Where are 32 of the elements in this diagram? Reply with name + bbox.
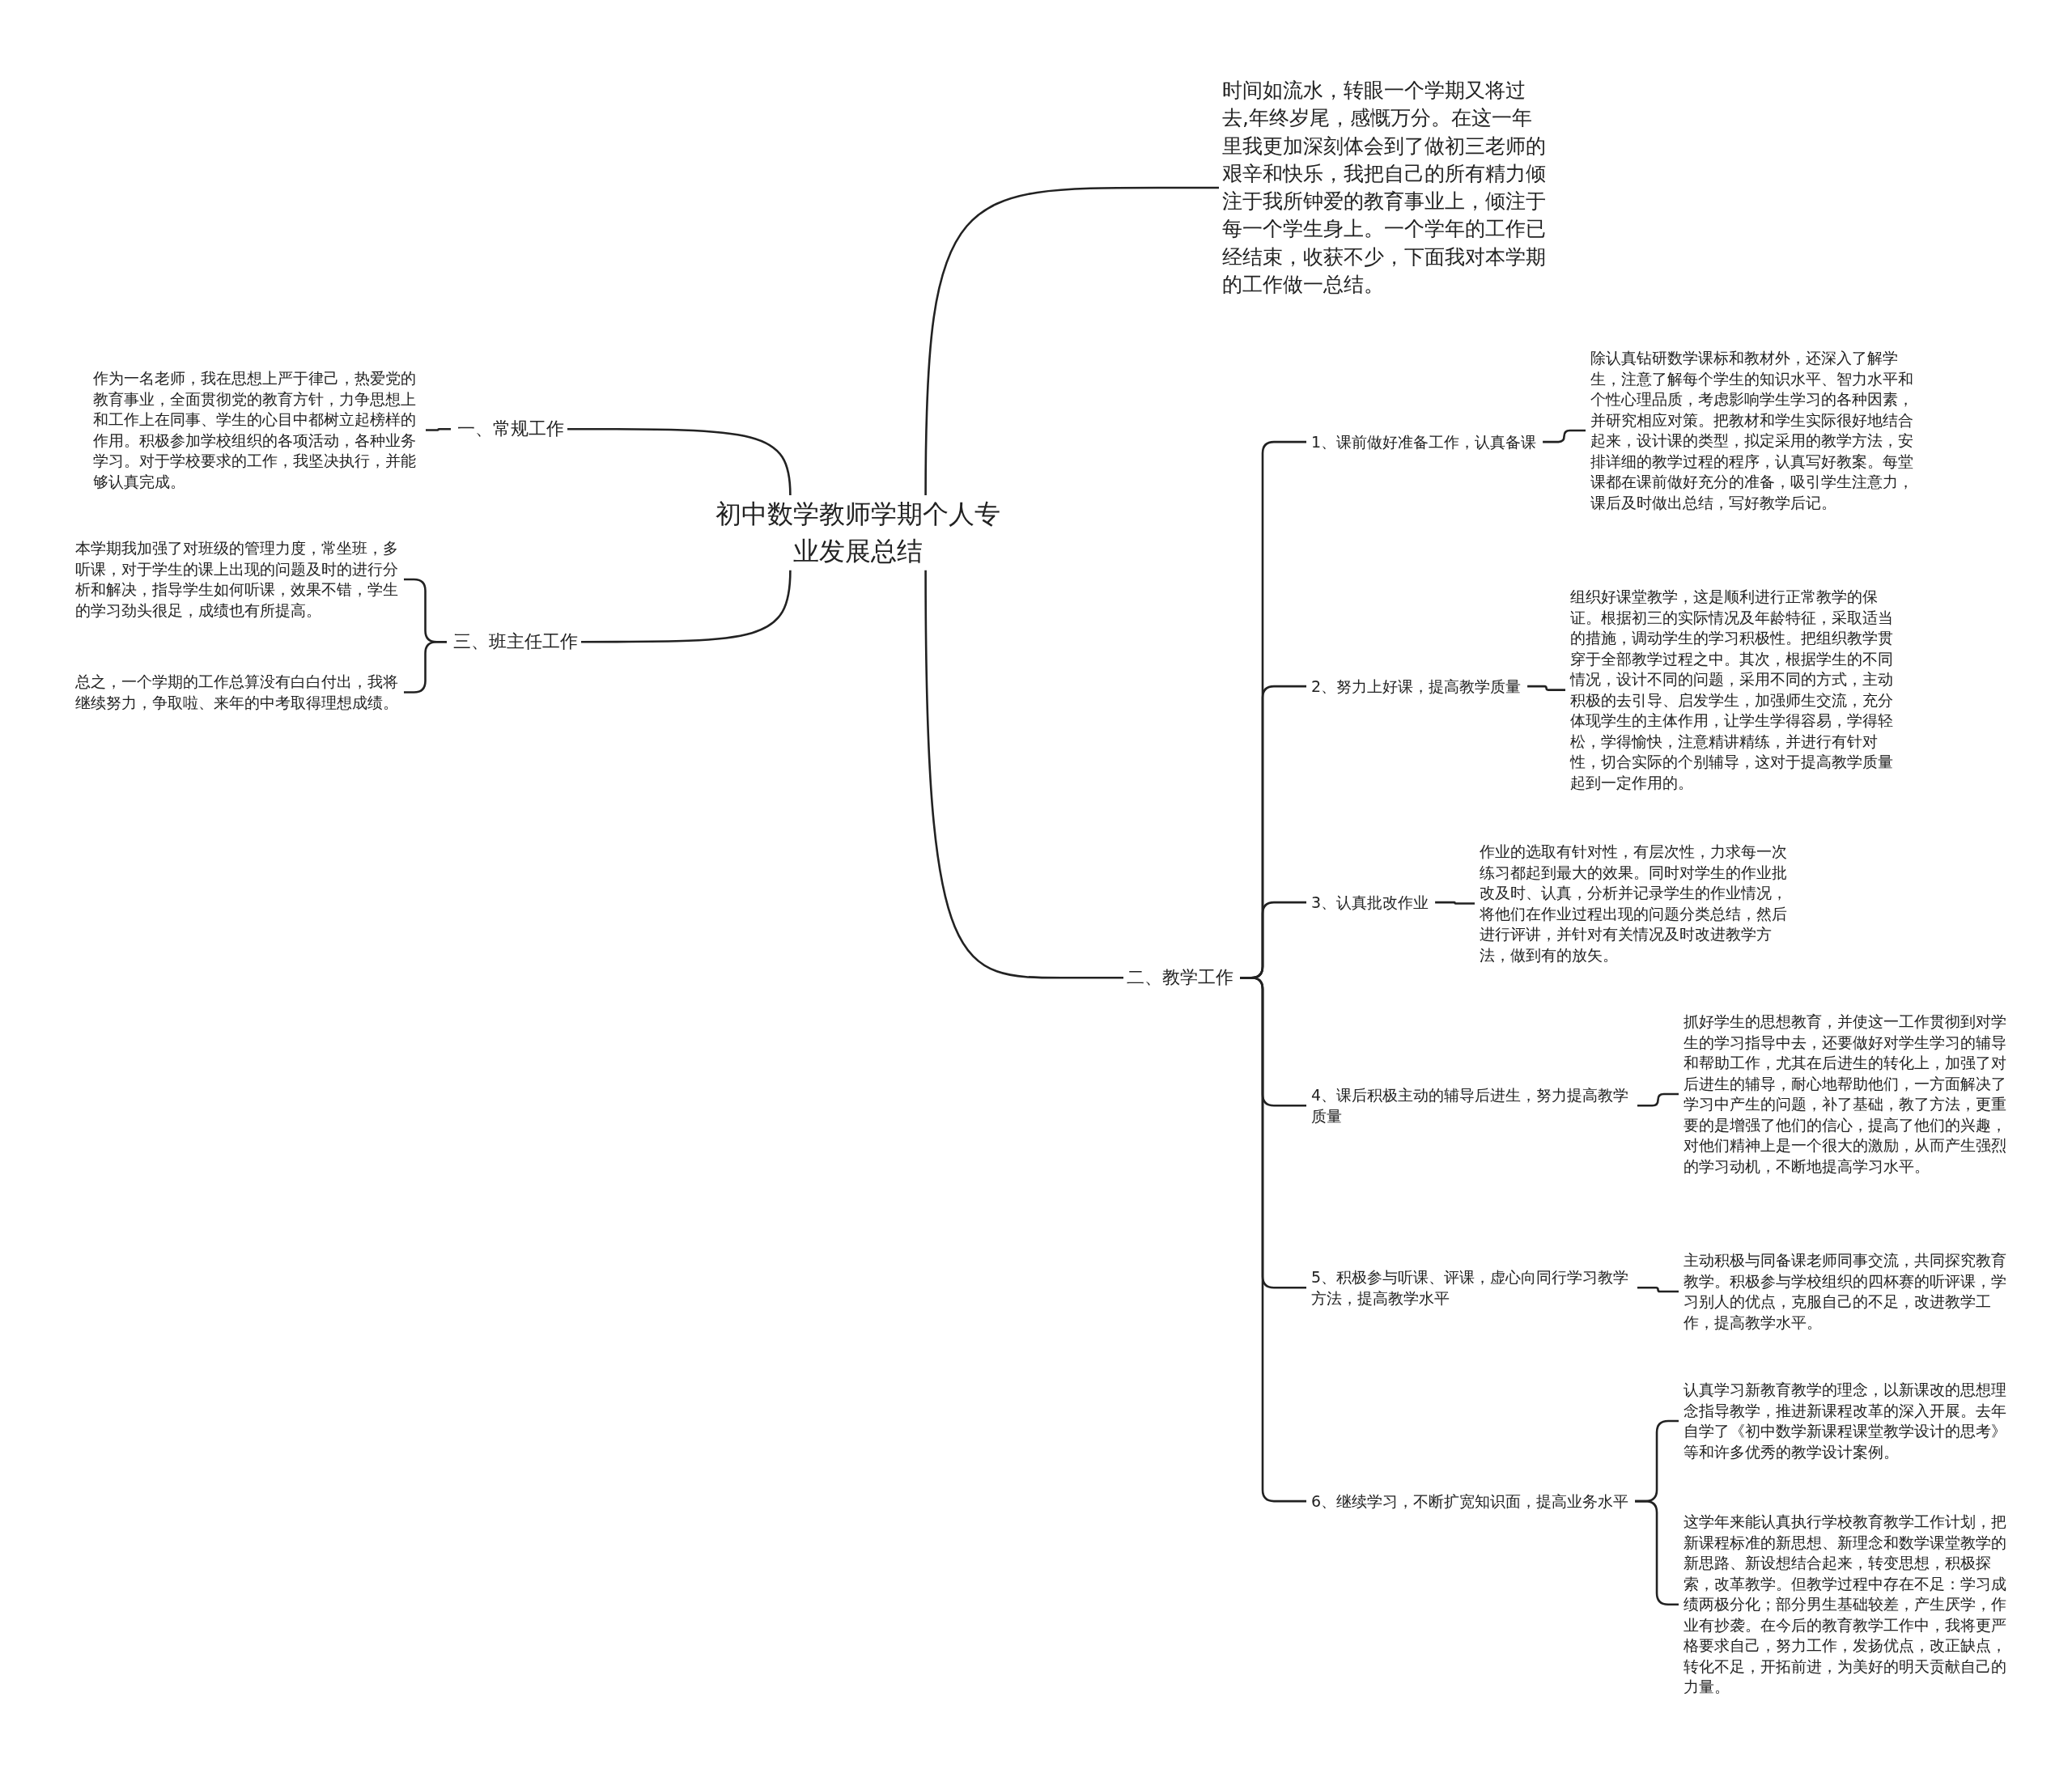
detail-text: 本学期我加强了对班级的管理力度，常坐班，多听课，对于学生的课上出现的问题及时的进行分析和解决，指导学生如何听课，效果不错，学生的学习劲头很足，成绩也有所提高。 (75, 538, 399, 621)
topic-text: 时间如流水，转眼一个学期又将过去,年终岁尾，感慨万分。在这一年里我更加深刻体会到了做初三老师的艰辛和快乐，我把自己的所有精力倾注于我所钟爱的教育事业上，倾注于每一个学生身上。一个学年的工作已经结束，收获不少，下面我对本学期的工作做一总结。 (1222, 77, 1546, 299)
subtopic: 1、课前做好准备工作，认真备课 (1311, 431, 1537, 453)
connector-line (1527, 685, 1565, 691)
connector-line (426, 427, 451, 431)
connector-line (1543, 429, 1586, 443)
detail-text: 这学年来能认真执行学校教育教学工作计划，把新课程标准的新思想、新理念和数学课堂教学的新思路、新设想结合起来，转变思想，积极探索，改革教学。但教学过程中存在不足：学习成绩两极分化；部分男生基础较差，产生厌学，作业有抄袭。在今后的教育教学工作中，我将更严格要求自己，努力工作，发扬优点，改正缺点，转化不足，开拓前进，为美好的明天贡献自己的力量。 (1684, 1512, 2015, 1698)
detail-text: 主动积极与同备课老师同事交流，共同探究教育教学。积极参与学校组织的四杯赛的听评课，学习别人的优点，克服自己的不足，改进教学工作，提高教学水平。 (1684, 1250, 2015, 1334)
detail-text: 抓好学生的思想教育，并使这一工作贯彻到对学生的学习指导中去，还要做好对学生学习的辅导和帮助工作，尤其在后进生的转化上，加强了对后进生的辅导，耐心地帮助他们，一方面解决了学习中产生的问题，补了基础，教了方法，更重要的是增强了他们的信心，提高了他们的兴趣，对他们精神上是一个很大的激励，从而产生强烈的学习动机，不断地提高学习水平。 (1684, 1012, 2015, 1177)
subtopic: 5、积极参与听课、评课，虚心向同行学习教学方法，提高教学水平 (1311, 1266, 1631, 1309)
branch-topic: 二、教学工作 (1127, 965, 1233, 990)
connector-line (924, 186, 1219, 495)
connector-line (567, 427, 792, 496)
subtopic: 2、努力上好课，提高教学质量 (1311, 676, 1522, 698)
branch-topic: 三、班主任工作 (453, 630, 578, 655)
detail-text: 认真学习新教育教学的理念，以新课改的思想理念指导教学，推进新课程改革的深入开展。去年自学了《初中数学新课程课堂教学设计的思考》等和许多优秀的教学设计案例。 (1684, 1380, 2015, 1463)
branch-topic: 一、常规工作 (457, 417, 564, 442)
subtopic: 6、继续学习，不断扩宽知识面，提高业务水平 (1311, 1491, 1629, 1512)
connector-line (581, 570, 792, 643)
detail-text: 作业的选取有针对性，有层次性，力求每一次练习都起到最大的效果。同时对学生的作业批改及时、认真，分析并记录学生的作业情况，将他们在作业过程出现的问题分类总结，然后进行评讲，并针对有关情况及时改进教学方法，做到有的放矢。 (1480, 842, 1799, 966)
connector-line (1240, 976, 1306, 1503)
central-topic: 初中数学教师学期个人专业发展总结 (704, 495, 1012, 570)
subtopic: 4、课后积极主动的辅导后进生，努力提高教学质量 (1311, 1084, 1631, 1127)
detail-text: 组织好课堂教学，这是顺利进行正常教学的保证。根据初三的实际情况及年龄特征，采取适当的措施，调动学生的学习积极性。把组织教学贯穿于全部教学过程之中。其次，根据学生的不同情况，设计不同的问题，采用不同的方式，主动积极的去引导、启发学生，加强师生交流，充分体现学生的主体作用，让学生学得容易，学得轻松，学得愉快，注意精讲精练，并进行有针对性，切合实际的个别辅导，这对于提高教学质量起到一定作用的。 (1570, 587, 1902, 794)
subtopic: 3、认真批改作业 (1311, 892, 1429, 914)
connector-line (924, 570, 1123, 979)
connector-line (1435, 901, 1475, 905)
detail-text: 作为一名老师，我在思想上严于律己，热爱党的教育事业，全面贯彻党的教育方针，力争思想上和工作上在同事、学生的心目中都树立起榜样的作用。积极参加学校组织的各项活动，各种业务学习。对于学校要求的工作，我坚决执行，并能够认真完成。 (93, 368, 421, 493)
detail-text: 除认真钻研数学课标和教材外，还深入了解学生，注意了解每个学生的知识水平、智力水平和个性心理品质，考虑影响学生学习的各种因素，并研究相应对策。把教材和学生实际很好地结合起来，设计课的类型，拟定采用的教学方法，安排详细的教学过程的程序，认真写好教案。每堂课都在课前做好充分的准备，吸引学生注意力，课后及时做出总结，写好教学后记。 (1590, 348, 1922, 514)
connector-line (1637, 1286, 1679, 1293)
detail-text: 总之，一个学期的工作总算没有白白付出，我将继续努力，争取啦、来年的中考取得理想成绩。 (75, 672, 399, 714)
connector-line (1637, 1092, 1679, 1107)
